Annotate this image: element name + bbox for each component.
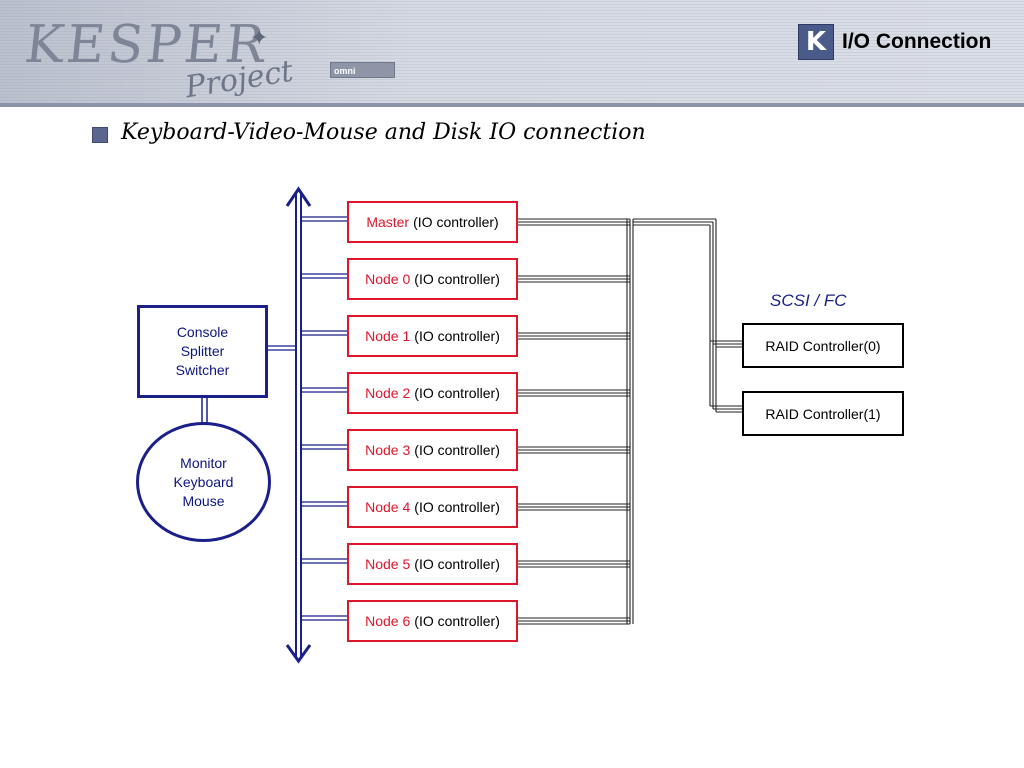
kesper-k-icon: K bbox=[798, 24, 834, 60]
node-box-4: Node 3(IO controller) bbox=[347, 429, 518, 471]
console-label-line2: Splitter bbox=[180, 343, 225, 359]
raid-controller-0: RAID Controller(0) bbox=[742, 323, 904, 368]
scsi-links bbox=[518, 218, 742, 625]
scsi-fc-label: SCSI / FC bbox=[770, 291, 847, 310]
node-label: (IO controller) bbox=[414, 556, 500, 572]
node-label: (IO controller) bbox=[414, 271, 500, 287]
node-box-2: Node 1(IO controller) bbox=[347, 315, 518, 357]
vertical-bus bbox=[285, 186, 312, 664]
node-name: Node 6 bbox=[365, 613, 411, 629]
raid-controller-1: RAID Controller(1) bbox=[742, 391, 904, 436]
console-bus-link bbox=[201, 345, 296, 423]
node-box-1: Node 0(IO controller) bbox=[347, 258, 518, 300]
node-label: (IO controller) bbox=[413, 214, 499, 230]
peripheral-label-line3: Mouse bbox=[182, 492, 225, 509]
node-name: Master bbox=[366, 214, 410, 230]
node-box-3: Node 2(IO controller) bbox=[347, 372, 518, 414]
node-name: Node 5 bbox=[365, 556, 411, 572]
node-label: (IO controller) bbox=[414, 385, 500, 401]
node-label: (IO controller) bbox=[414, 328, 500, 344]
banner-texture bbox=[0, 0, 1024, 107]
node-label: (IO controller) bbox=[414, 442, 500, 458]
page-title: I/O Connection bbox=[842, 30, 992, 53]
monitor-keyboard-mouse: Monitor Keyboard Mouse bbox=[136, 422, 271, 542]
console-label-line3: Switcher bbox=[175, 362, 230, 378]
node-name: Node 3 bbox=[365, 442, 411, 458]
bullet-square-icon bbox=[92, 127, 108, 143]
node-box-6: Node 5(IO controller) bbox=[347, 543, 518, 585]
node-label: (IO controller) bbox=[414, 613, 500, 629]
node-label: (IO controller) bbox=[414, 499, 500, 515]
node-name: Node 0 bbox=[365, 271, 411, 287]
logo-star-icon: ✦ bbox=[250, 25, 269, 50]
banner-divider bbox=[0, 103, 1024, 107]
node-box-0: Master(IO controller) bbox=[347, 201, 518, 243]
bus-node-links bbox=[301, 216, 347, 621]
node-box-7: Node 6(IO controller) bbox=[347, 600, 518, 642]
peripheral-label-line1: Monitor bbox=[180, 454, 227, 471]
node-name: Node 2 bbox=[365, 385, 411, 401]
header-banner: KESPER ✦ Project omni K I/O Connection bbox=[0, 0, 1024, 107]
node-box-5: Node 4(IO controller) bbox=[347, 486, 518, 528]
node-name: Node 4 bbox=[365, 499, 411, 515]
console-label-line1: Console bbox=[176, 324, 229, 340]
logo-tag: omni bbox=[330, 62, 395, 78]
node-name: Node 1 bbox=[365, 328, 411, 344]
console-splitter-switcher: Console Splitter Switcher bbox=[137, 305, 268, 398]
peripheral-label-line2: Keyboard bbox=[173, 473, 234, 490]
slide-subtitle: Keyboard-Video-Mouse and Disk IO connect… bbox=[121, 120, 646, 145]
